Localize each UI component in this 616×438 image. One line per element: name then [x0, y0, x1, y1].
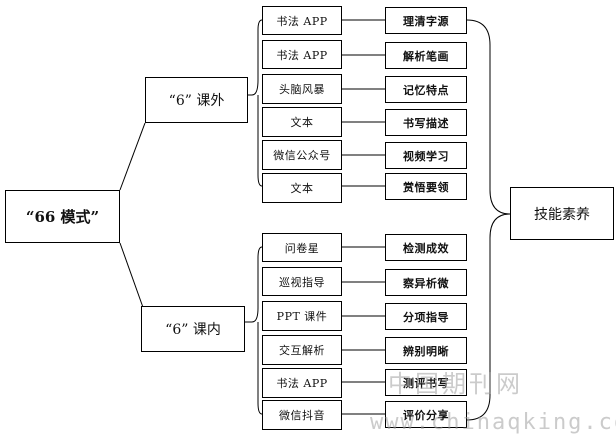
- goal-label: 记忆特点: [403, 83, 449, 97]
- goal-node: 理清字源: [385, 7, 467, 34]
- brace-goals-to-target: [466, 19, 511, 421]
- target-node: 技能素养: [510, 187, 614, 240]
- tool-label: 书法 APP: [276, 377, 328, 390]
- connector-root-to-outside: [119, 122, 146, 191]
- branch-node-inside: “6” 课内: [141, 306, 245, 352]
- root-label: “66 模式”: [25, 208, 100, 226]
- goal-label: 检测成效: [403, 241, 449, 255]
- goal-label: 分项指导: [403, 310, 449, 324]
- goal-node: 记忆特点: [385, 76, 467, 103]
- tool-label: 微信抖音: [279, 409, 325, 422]
- brace-inside-tools: [245, 246, 263, 415]
- goal-node: 检测成效: [385, 234, 467, 261]
- brace-outside-tools: [248, 19, 263, 187]
- goal-node: 察异析微: [385, 269, 467, 296]
- tool-label: 微信公众号: [273, 149, 331, 162]
- goal-label: 理清字源: [403, 14, 449, 28]
- goal-node: 视频学习: [385, 142, 467, 169]
- tool-label: 文本: [290, 182, 314, 195]
- goal-node: 解析笔画: [385, 42, 467, 69]
- root-node: “66 模式”: [5, 190, 120, 243]
- goal-label: 书写描述: [403, 116, 449, 130]
- goal-label: 察异析微: [403, 276, 449, 290]
- goal-label: 测评书写: [403, 376, 449, 390]
- tool-node: 书法 APP: [262, 368, 342, 398]
- tool-label: 头脑风暴: [279, 83, 325, 96]
- branch-label: “6” 课内: [165, 322, 221, 338]
- tool-node: 交互解析: [262, 335, 342, 365]
- tool-node: 问卷星: [262, 233, 342, 262]
- goal-node: 书写描述: [385, 109, 467, 136]
- goal-node: 测评书写: [385, 369, 467, 396]
- goal-label: 视频学习: [403, 149, 449, 163]
- goal-label: 赏悟要领: [403, 180, 449, 194]
- branch-node-outside: “6” 课外: [145, 77, 248, 123]
- tool-label: PPT 课件: [276, 310, 328, 323]
- goal-node: 评价分享: [385, 401, 467, 428]
- target-label: 技能素养: [534, 206, 590, 223]
- tool-label: 书法 APP: [276, 48, 328, 62]
- goal-label: 评价分享: [403, 408, 449, 422]
- goal-label: 辨别明晰: [403, 344, 449, 358]
- goal-label: 解析笔画: [403, 49, 449, 63]
- tool-node: 书法 APP: [262, 6, 342, 35]
- goal-node: 辨别明晰: [385, 337, 467, 364]
- tool-node: 微信公众号: [262, 140, 342, 170]
- tool-label: 问卷星: [284, 241, 320, 255]
- goal-node: 分项指导: [385, 303, 467, 330]
- tool-node: 微信抖音: [262, 400, 342, 430]
- tool-label: 文本: [290, 116, 314, 129]
- tool-goal-connectors: [342, 19, 385, 415]
- watermark-site-name: 中国期刊网: [388, 370, 523, 398]
- tool-node: 巡视指导: [262, 267, 342, 296]
- tool-label: 书法 APP: [276, 14, 328, 28]
- connector-root-to-inside: [119, 242, 146, 314]
- branch-label: “6” 课外: [168, 93, 225, 109]
- goal-node: 赏悟要领: [385, 173, 467, 200]
- tool-node: 头脑风暴: [262, 74, 342, 104]
- tool-node: 书法 APP: [262, 40, 342, 69]
- tool-label: 交互解析: [279, 344, 325, 357]
- tool-node: PPT 课件: [262, 301, 342, 331]
- tool-node: 文本: [262, 173, 342, 203]
- tool-node: 文本: [262, 107, 342, 137]
- tool-label: 巡视指导: [279, 275, 325, 289]
- watermark-url: www.chinaqking.com: [370, 410, 616, 435]
